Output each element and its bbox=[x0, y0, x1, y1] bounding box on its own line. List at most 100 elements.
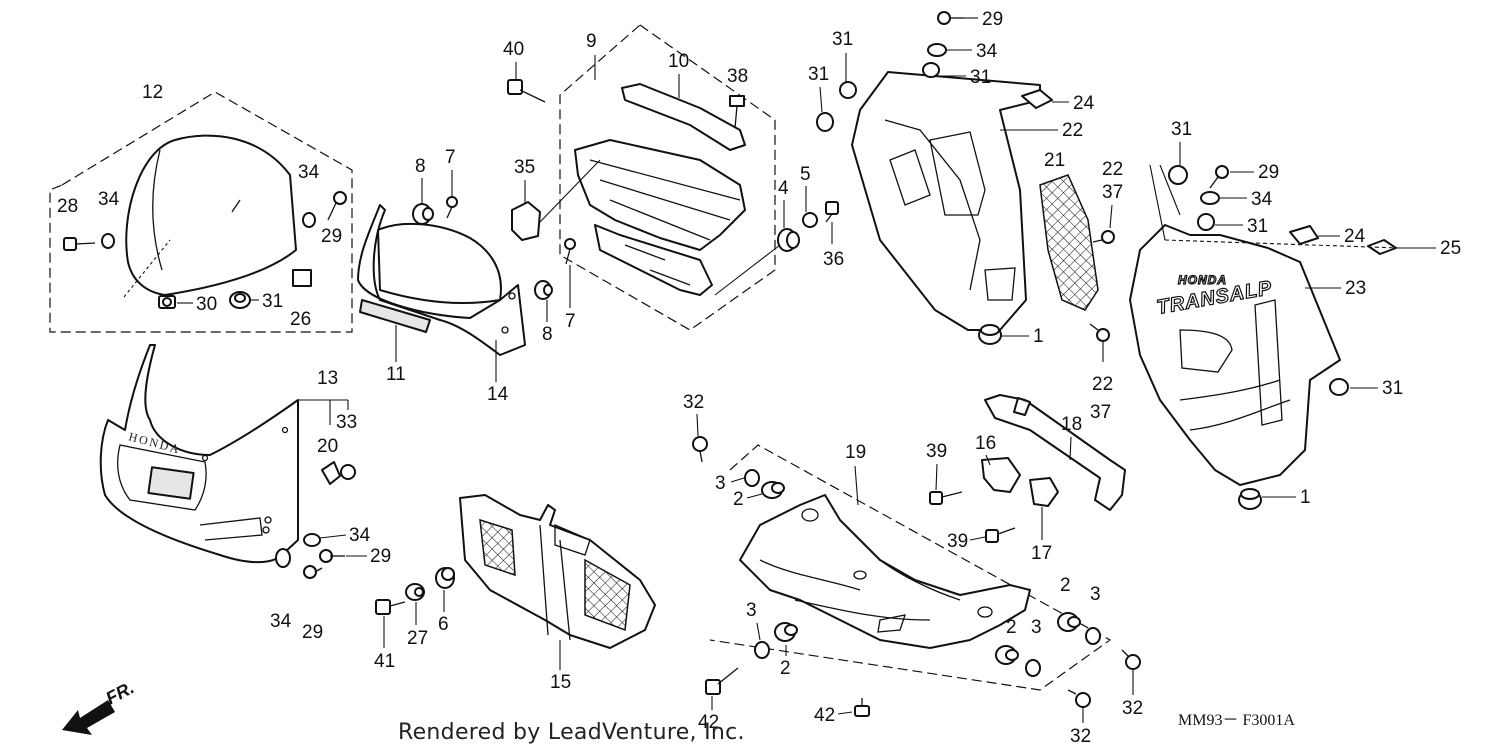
upper-stay-10[interactable] bbox=[621, 83, 746, 151]
callout-29: 29 bbox=[1258, 162, 1279, 183]
bolt-39-lower[interactable] bbox=[985, 527, 1016, 543]
washer-34-cowl-upper[interactable] bbox=[303, 533, 321, 547]
grommet-1-upper[interactable] bbox=[978, 324, 1002, 345]
callout-8: 8 bbox=[415, 156, 426, 177]
callout-29: 29 bbox=[370, 546, 391, 567]
grommet-31-a[interactable] bbox=[839, 81, 857, 99]
bolt-32-bottom[interactable] bbox=[1067, 689, 1091, 708]
callout-34: 34 bbox=[976, 41, 998, 62]
callout-35: 35 bbox=[514, 157, 535, 178]
collar-3-a[interactable] bbox=[744, 469, 760, 487]
grommet-2-d[interactable] bbox=[1057, 612, 1081, 632]
callout-19: 19 bbox=[845, 442, 866, 463]
callout-32: 32 bbox=[683, 392, 704, 413]
front-cowl[interactable] bbox=[99, 344, 299, 564]
callout-22: 22 bbox=[1102, 159, 1123, 180]
clamp-35[interactable] bbox=[511, 201, 541, 241]
grommet-31-top[interactable] bbox=[922, 62, 940, 78]
grommet-31-side-top[interactable] bbox=[1168, 165, 1188, 185]
windscreen[interactable] bbox=[125, 134, 297, 296]
screw-28[interactable] bbox=[63, 237, 96, 251]
callout-3: 3 bbox=[715, 473, 726, 494]
screw-7-upper[interactable] bbox=[446, 196, 458, 219]
callout-18: 18 bbox=[1061, 414, 1082, 435]
screw-37-upper[interactable] bbox=[1092, 230, 1115, 244]
grommet-2-c[interactable] bbox=[995, 645, 1019, 665]
collar-3-d[interactable] bbox=[1085, 627, 1101, 645]
windscreen-group: 12 28 34 34 29 30 31 26 bbox=[49, 82, 353, 333]
center-panel-group: 8 7 8 7 11 14 bbox=[357, 147, 576, 405]
label-26[interactable] bbox=[292, 269, 312, 287]
callout-29: 29 bbox=[321, 226, 342, 247]
pad-24-lower[interactable] bbox=[1289, 225, 1319, 245]
callout-31: 31 bbox=[262, 291, 283, 312]
nut-30[interactable] bbox=[158, 295, 176, 309]
grommet-31-b[interactable] bbox=[816, 112, 834, 132]
washer-34-left[interactable] bbox=[101, 233, 115, 249]
callout-22: 22 bbox=[1062, 120, 1083, 141]
bolt-32-upper[interactable] bbox=[692, 436, 708, 463]
washer-34-cowl-lower[interactable] bbox=[275, 548, 291, 568]
bracket-16[interactable] bbox=[981, 457, 1021, 493]
collar-3-b[interactable] bbox=[754, 641, 770, 659]
clip-20[interactable] bbox=[321, 461, 341, 485]
side-cowl-23[interactable] bbox=[1129, 224, 1341, 486]
pad-24-upper[interactable] bbox=[1021, 89, 1053, 109]
bolt-32-right[interactable] bbox=[1121, 649, 1141, 670]
bolt-40[interactable] bbox=[507, 79, 546, 103]
grommet-31-side-b[interactable] bbox=[1197, 213, 1215, 231]
grommet-2-b[interactable] bbox=[774, 622, 798, 642]
inner-panel-22[interactable] bbox=[851, 71, 1041, 331]
callout-2: 2 bbox=[1060, 575, 1071, 596]
grommet-31-side[interactable] bbox=[1329, 378, 1349, 396]
callout-1: 1 bbox=[1300, 487, 1311, 508]
callout-34: 34 bbox=[1251, 189, 1273, 210]
screw-29-top[interactable] bbox=[937, 11, 964, 25]
bolt-39-upper[interactable] bbox=[929, 491, 963, 505]
callout-31: 31 bbox=[1382, 378, 1403, 399]
screw-37-lower[interactable] bbox=[1089, 323, 1110, 342]
callout-39: 39 bbox=[926, 441, 947, 462]
grommet-6[interactable] bbox=[435, 567, 455, 589]
bolt-42-bottom[interactable] bbox=[854, 698, 870, 717]
callout-16: 16 bbox=[975, 433, 996, 454]
mesh-21[interactable] bbox=[1039, 174, 1099, 311]
callout-9: 9 bbox=[586, 31, 597, 52]
screw-29-right[interactable] bbox=[327, 191, 347, 221]
washer-34-right[interactable] bbox=[302, 212, 316, 228]
grommet-31-screen[interactable] bbox=[229, 291, 251, 309]
callout-34: 34 bbox=[298, 162, 320, 183]
washer-34-side[interactable] bbox=[1200, 191, 1220, 205]
meter-visor-14[interactable] bbox=[357, 204, 526, 356]
washer-34-top[interactable] bbox=[927, 43, 947, 57]
screw-29-side[interactable] bbox=[1209, 165, 1229, 189]
callout-3: 3 bbox=[1090, 584, 1101, 605]
callout-20: 20 bbox=[317, 436, 338, 457]
grommet-2-a[interactable] bbox=[761, 481, 785, 499]
bolt-38[interactable] bbox=[729, 95, 745, 129]
engine-guard-19[interactable] bbox=[739, 494, 1031, 649]
screw-29-cowl-lower[interactable] bbox=[303, 565, 323, 579]
bolt-42-left[interactable] bbox=[705, 667, 739, 695]
collar-3-c[interactable] bbox=[1025, 659, 1041, 677]
callout-10: 10 bbox=[668, 51, 689, 72]
callout-5: 5 bbox=[800, 164, 811, 185]
callout-17: 17 bbox=[1031, 543, 1052, 564]
screw-7-lower[interactable] bbox=[564, 238, 576, 265]
bolt-36[interactable] bbox=[825, 201, 839, 223]
collar-27[interactable] bbox=[405, 583, 425, 601]
bolt-41[interactable] bbox=[375, 599, 406, 615]
bracket-17[interactable] bbox=[1029, 477, 1059, 507]
collar-5[interactable] bbox=[802, 212, 818, 228]
trim-11[interactable] bbox=[359, 299, 431, 333]
callout-34: 34 bbox=[98, 189, 120, 210]
grommet-4[interactable] bbox=[777, 228, 800, 252]
nut-33[interactable] bbox=[340, 464, 356, 480]
callout-12: 12 bbox=[142, 82, 163, 103]
callout-1: 1 bbox=[1033, 326, 1044, 347]
grommet-1-lower[interactable] bbox=[1238, 488, 1262, 510]
grommet-8-upper[interactable] bbox=[412, 203, 434, 225]
inner-panel-group: 29 34 31 31 31 24 22 1 bbox=[808, 9, 1095, 347]
screw-29-cowl-upper[interactable] bbox=[319, 549, 345, 563]
grommet-8-lower[interactable] bbox=[534, 280, 553, 300]
